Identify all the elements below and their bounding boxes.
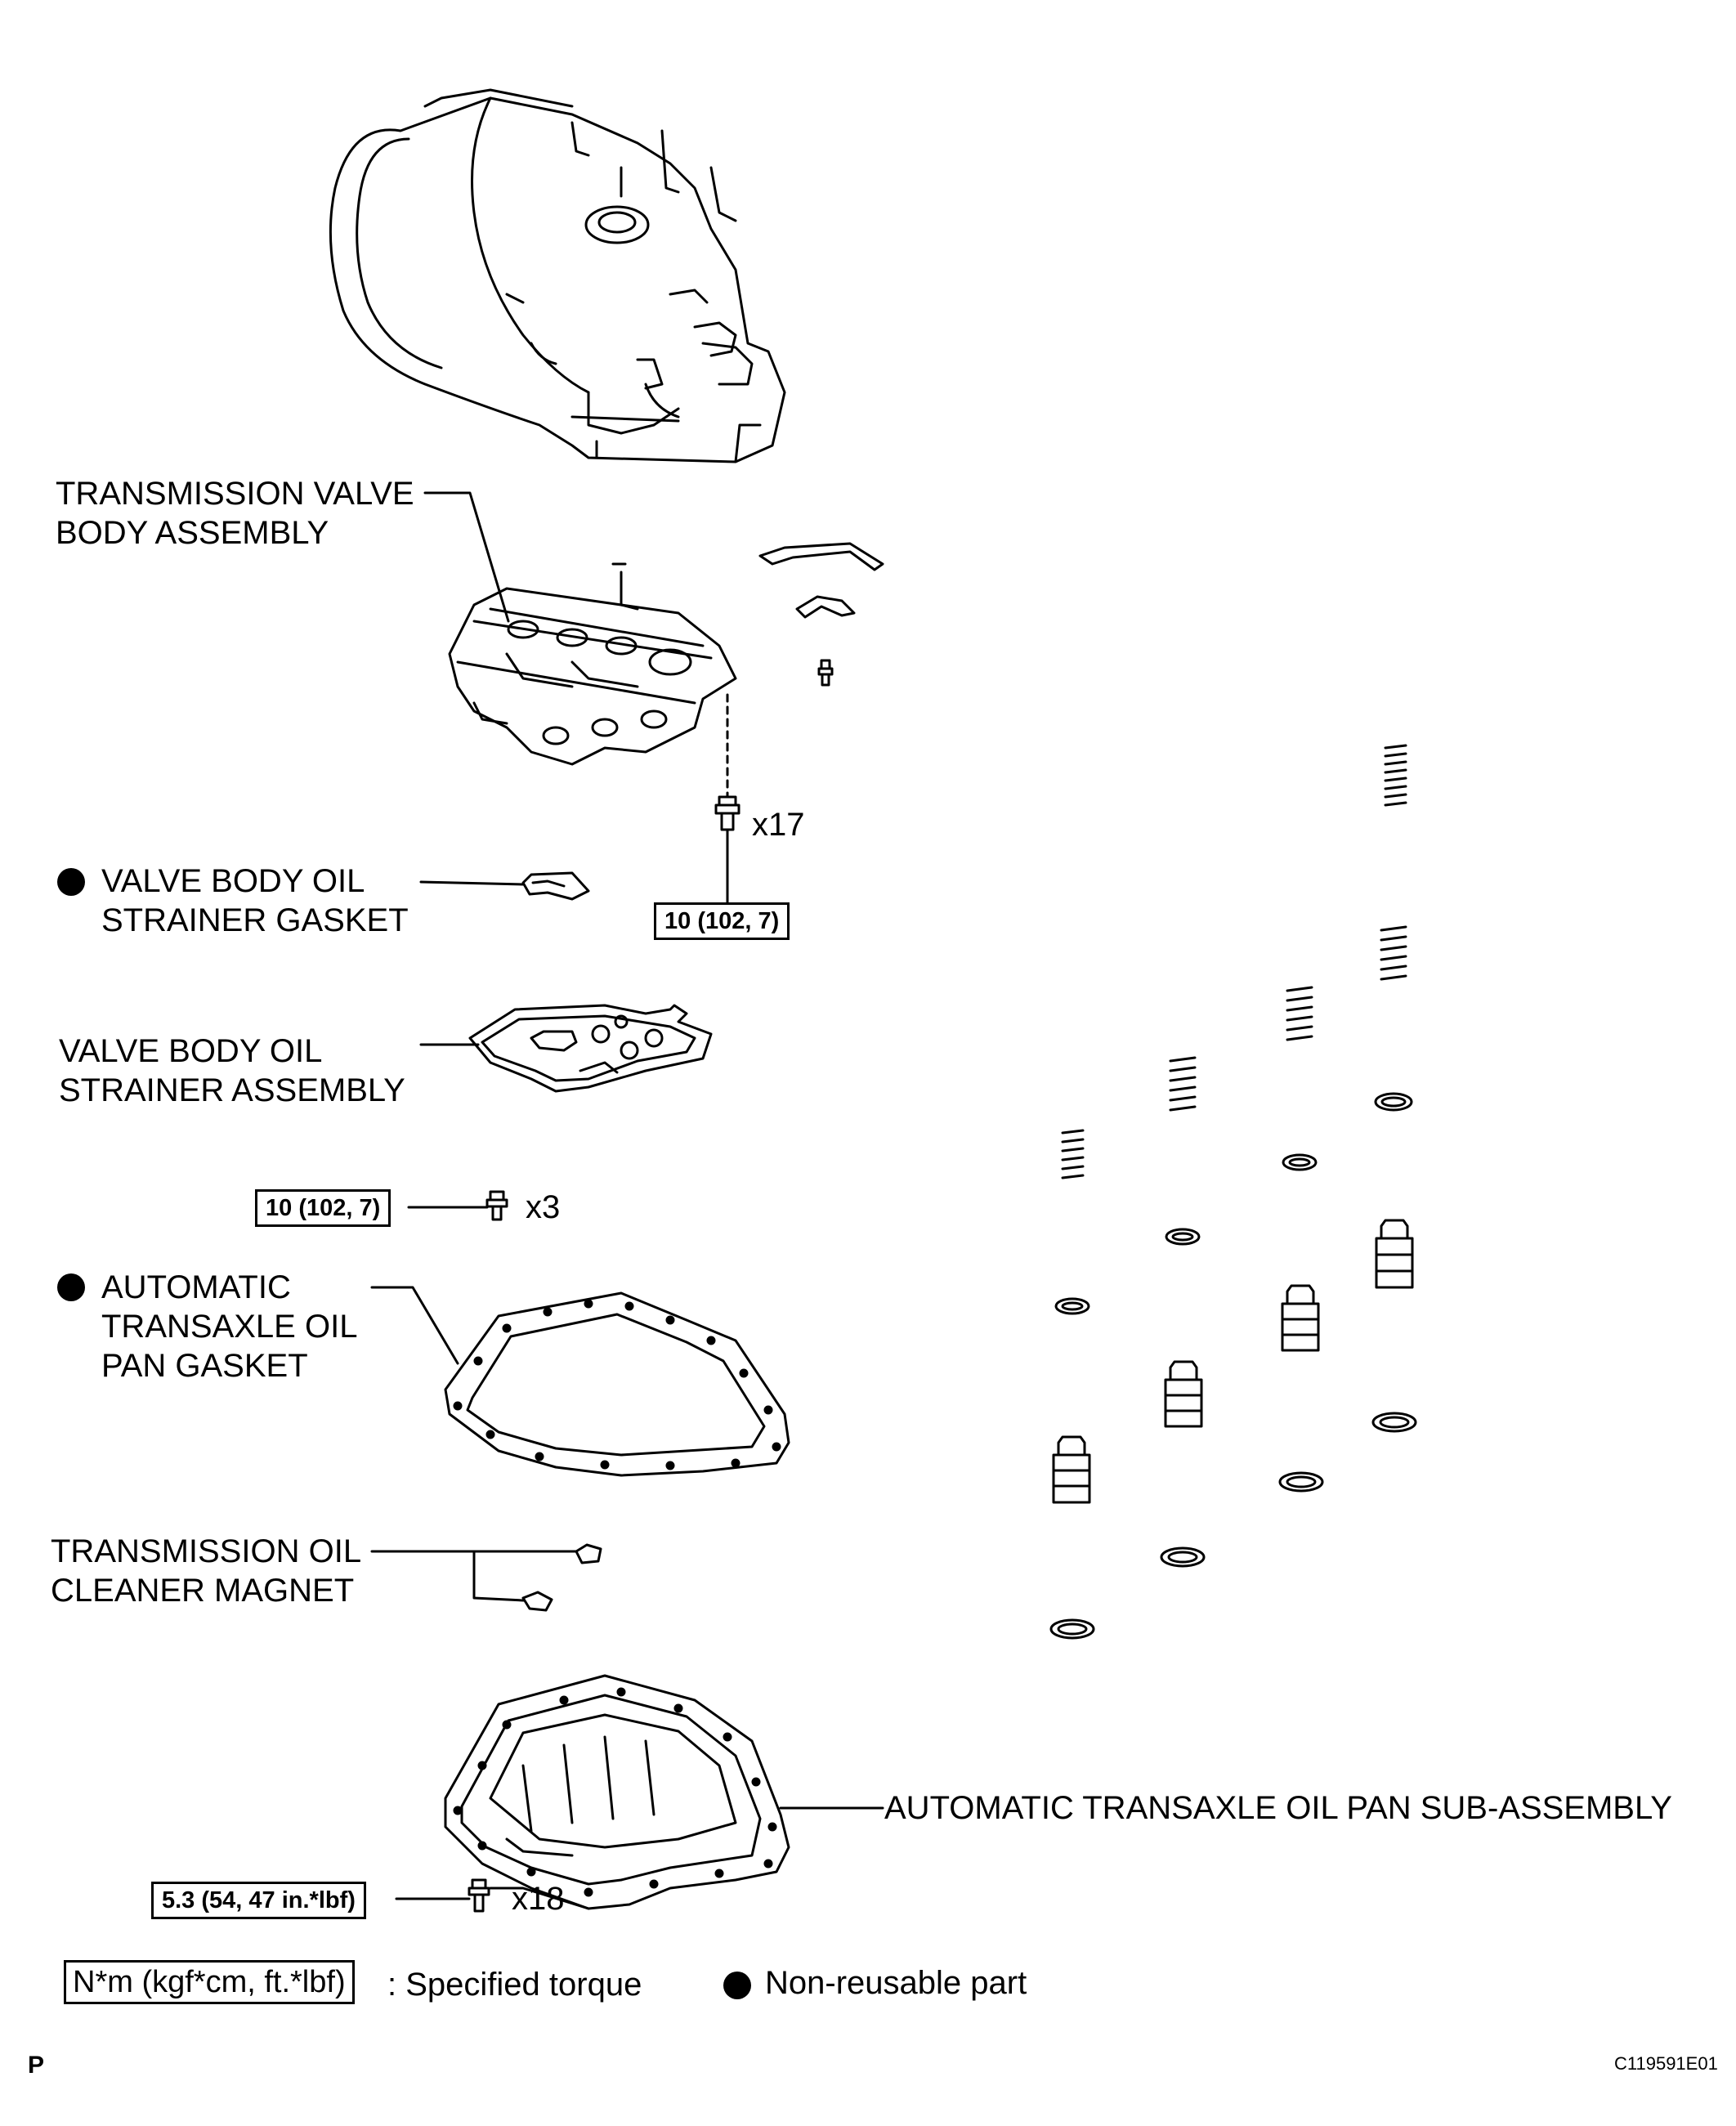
pan-gasket-label-line2: TRANSAXLE OIL bbox=[101, 1309, 358, 1345]
strainer-gasket-label-line2: STRAINER GASKET bbox=[101, 902, 409, 938]
valve-body-torque-spec: 10 (102, 7) bbox=[654, 902, 790, 940]
transaxle-case-drawing bbox=[329, 88, 786, 463]
oil-pan-gasket-leader bbox=[370, 1286, 459, 1365]
oil-pan-label: AUTOMATIC TRANSAXLE OIL PAN SUB-ASSEMBLY bbox=[884, 1790, 1672, 1826]
o-ring-drawings bbox=[1049, 1092, 1417, 1640]
strainer-torque-spec: 10 (102, 7) bbox=[255, 1189, 391, 1227]
strainer-bolt-quantity: x3 bbox=[526, 1189, 561, 1225]
legend-torque-box: N*m (kgf*cm, ft.*lbf) bbox=[64, 1960, 355, 2004]
spring-drawings bbox=[1061, 744, 1407, 1179]
valve-body-label-line1: TRANSMISSION VALVE bbox=[56, 476, 414, 512]
figure-code: C119591E01 bbox=[1614, 2053, 1718, 2074]
oil-pan-gasket-drawing bbox=[444, 1291, 790, 1477]
magnet-label-line2: CLEANER MAGNET bbox=[51, 1573, 355, 1609]
strainer-gasket-label: VALVE BODY OIL STRAINER GASKET bbox=[101, 862, 409, 940]
oil-pan-drawing bbox=[444, 1674, 790, 1910]
valve-body-label-leader bbox=[423, 491, 510, 623]
valve-body-bolt-quantity: x17 bbox=[752, 807, 805, 843]
strainer-assembly-label: VALVE BODY OIL STRAINER ASSEMBLY bbox=[59, 1032, 405, 1110]
non-reusable-bullet-pan-gasket bbox=[57, 1273, 85, 1301]
valve-body-label-line2: BODY ASSEMBLY bbox=[56, 515, 329, 551]
legend-non-reusable-text: Non-reusable part bbox=[765, 1965, 1027, 2001]
strainer-bolt-drawing bbox=[485, 1190, 508, 1221]
magnet-leader bbox=[370, 1550, 525, 1602]
oil-pan-bolt-drawing bbox=[468, 1878, 490, 1913]
piston-drawings bbox=[1052, 1219, 1414, 1504]
magnet-label: TRANSMISSION OIL CLEANER MAGNET bbox=[51, 1532, 361, 1610]
valve-body-drawing bbox=[448, 562, 737, 766]
oil-pan-bolt-quantity: x18 bbox=[512, 1881, 565, 1917]
valve-body-bolt-drawing bbox=[714, 795, 740, 831]
non-reusable-bullet-strainer-gasket bbox=[57, 868, 85, 896]
strainer-assembly-drawing bbox=[468, 1004, 713, 1093]
magnet-drawing bbox=[521, 1543, 602, 1612]
page-mark: P bbox=[28, 2052, 45, 2079]
pan-gasket-label: AUTOMATIC TRANSAXLE OIL PAN GASKET bbox=[101, 1268, 357, 1385]
legend-non-reusable-bullet bbox=[723, 1972, 751, 1999]
strainer-gasket-label-line1: VALVE BODY OIL bbox=[101, 863, 365, 899]
pan-gasket-label-line3: PAN GASKET bbox=[101, 1348, 308, 1384]
strainer-assembly-label-line1: VALVE BODY OIL bbox=[59, 1033, 323, 1069]
valve-body-label: TRANSMISSION VALVE BODY ASSEMBLY bbox=[56, 474, 414, 553]
strainer-gasket-drawing bbox=[521, 871, 590, 901]
strainer-gasket-leader bbox=[419, 880, 525, 886]
strainer-assembly-label-line2: STRAINER ASSEMBLY bbox=[59, 1072, 405, 1108]
valve-body-clips-drawing bbox=[758, 542, 884, 687]
magnet-label-line1: TRANSMISSION OIL bbox=[51, 1533, 362, 1569]
pan-gasket-label-line1: AUTOMATIC bbox=[101, 1269, 291, 1305]
oil-pan-torque-spec: 5.3 (54, 47 in.*lbf) bbox=[151, 1882, 366, 1919]
legend-torque-text: : Specified torque bbox=[387, 1967, 642, 2003]
